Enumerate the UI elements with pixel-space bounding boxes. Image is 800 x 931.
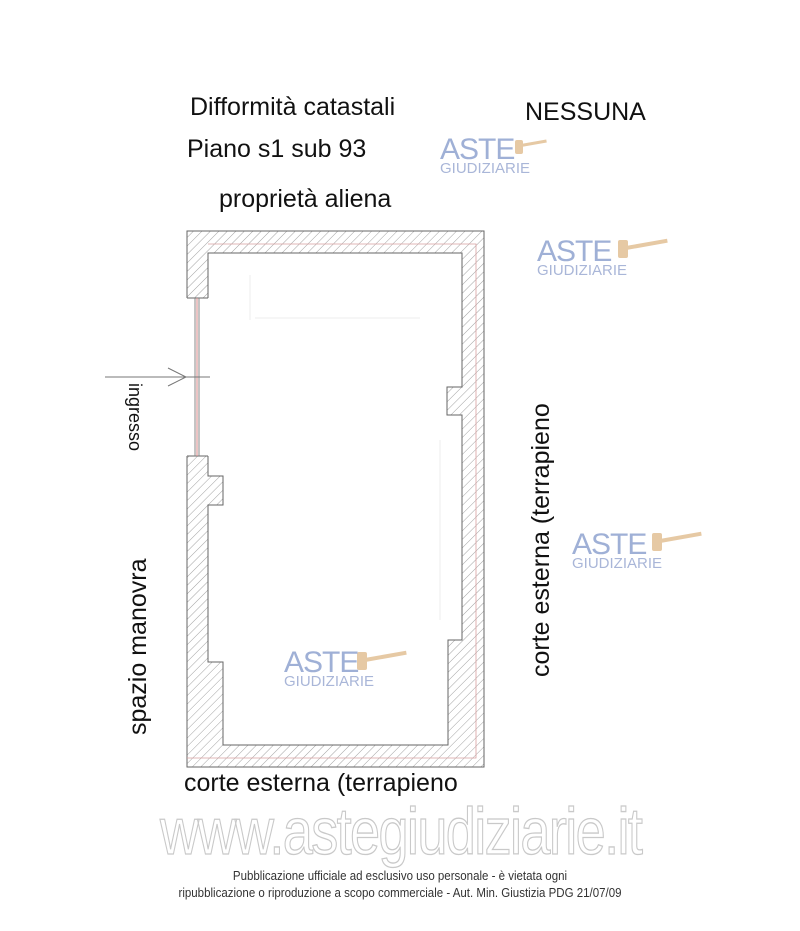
label-right: corte esterna (terrapieno — [527, 403, 555, 677]
footer-line-1: Pubblicazione ufficiale ad esclusivo uso… — [232, 869, 568, 883]
watermark-logo: ASTE GIUDIZIARIE — [440, 133, 531, 177]
watermark-text: ASTE — [537, 235, 612, 268]
floor-subtitle: Piano s1 sub 93 — [187, 135, 367, 163]
watermark-text: GIUDIZIARIE — [572, 555, 663, 572]
entrance-arrow-icon — [105, 367, 210, 387]
watermark-text: GIUDIZIARIE — [440, 160, 531, 177]
walls — [186, 230, 485, 768]
watermark-site: www.astegiudiziarie.it — [159, 794, 643, 868]
label-top: proprietà aliena — [219, 185, 392, 213]
page-title: Difformità catastali — [190, 93, 396, 121]
label-bottom: corte esterna (terrapieno — [184, 769, 458, 797]
watermark-logo: ASTE GIUDIZIARIE — [537, 235, 628, 279]
wall-inner-line — [187, 243, 477, 759]
watermark-text: ASTE — [284, 646, 359, 679]
watermark-text: GIUDIZIARIE — [537, 262, 628, 279]
label-entrance: ingresso — [125, 383, 145, 452]
label-left: spazio manovra — [124, 558, 152, 735]
watermark-text: GIUDIZIARIE — [284, 673, 375, 690]
watermark-text: ASTE — [572, 528, 647, 561]
watermark-logo: ASTE GIUDIZIARIE — [284, 646, 375, 690]
status-label: NESSUNA — [525, 98, 646, 126]
gavel-icon — [357, 139, 702, 670]
watermark-text: ASTE — [440, 133, 515, 166]
watermark-logo: ASTE GIUDIZIARIE — [572, 528, 663, 572]
footer-line-2: ripubblicazione o riproduzione a scopo c… — [178, 886, 622, 900]
faint-lines — [249, 275, 441, 620]
